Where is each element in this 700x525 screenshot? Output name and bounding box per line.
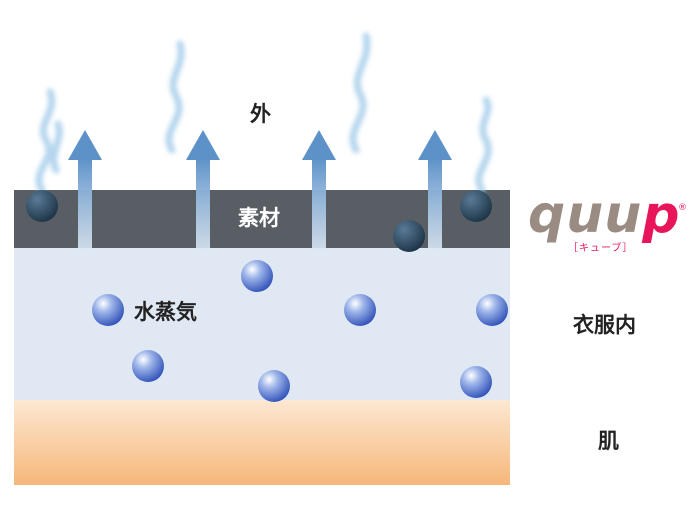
water-vapor-label: 水蒸気 — [134, 300, 197, 324]
material-layer — [14, 190, 510, 248]
upward-arrow — [186, 130, 220, 250]
skin-label: 肌 — [598, 429, 619, 453]
vapor-sphere — [241, 260, 273, 292]
brand-reading: ［キューブ］ — [568, 243, 634, 254]
brand-wordmark: quup — [528, 189, 681, 241]
upward-arrows — [68, 130, 452, 250]
vapor-sphere — [92, 294, 124, 326]
steam-wisp — [349, 32, 371, 154]
brand-logo: quup ® ［キューブ］ — [528, 189, 693, 265]
inside-clothing-label: 衣服内 — [573, 313, 636, 337]
registered-mark: ® — [678, 203, 687, 213]
brand-name-accent: p — [642, 185, 681, 245]
upward-arrow — [302, 130, 336, 250]
steam-wisp — [475, 96, 492, 194]
vapor-sphere — [476, 294, 508, 326]
upward-arrow — [68, 130, 102, 250]
steam-wisp — [165, 40, 185, 154]
material-label: 素材 — [238, 206, 280, 230]
vapor-sphere — [344, 294, 376, 326]
steam-wisps — [35, 32, 492, 194]
upward-arrow — [418, 130, 452, 250]
brand-name-main: quu — [528, 185, 643, 245]
steam-wisp — [35, 88, 56, 194]
vapor-sphere — [258, 370, 290, 402]
vapor-sphere — [26, 190, 58, 222]
vapor-sphere — [460, 190, 492, 222]
vapor-sphere — [393, 220, 425, 252]
vapor-sphere — [132, 350, 164, 382]
vapor-spheres-clothing — [92, 260, 508, 402]
outside-label: 外 — [250, 102, 271, 126]
vapor-spheres-material — [26, 190, 492, 252]
skin-layer — [14, 400, 510, 485]
steam-wisp — [50, 120, 63, 174]
vapor-sphere — [460, 366, 492, 398]
